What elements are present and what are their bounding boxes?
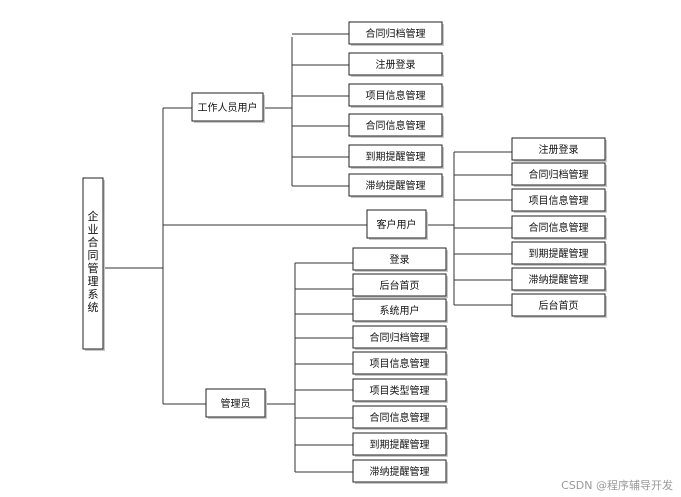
admin-label: 管理员 xyxy=(221,397,251,410)
admin-item: 合同归档管理 xyxy=(352,325,448,350)
customer-item: 合同信息管理 xyxy=(511,215,607,240)
worker-item: 注册登录 xyxy=(348,52,444,77)
admin-item-label: 后台首页 xyxy=(380,279,420,292)
admin-item-label: 到期提醒管理 xyxy=(370,438,430,451)
worker-item-label: 项目信息管理 xyxy=(366,89,426,102)
admin-item-label: 项目类型管理 xyxy=(370,384,430,397)
admin-children: 登录 后台首页 系统用户 合同归档管理 项目信息管理 项目类型管理 xyxy=(352,247,448,484)
worker-item: 合同信息管理 xyxy=(348,113,444,138)
admin-item: 合同信息管理 xyxy=(352,405,448,430)
worker-item-label: 到期提醒管理 xyxy=(366,150,426,163)
worker-node: 工作人员用户 xyxy=(191,92,265,123)
customer-item: 项目信息管理 xyxy=(511,188,607,213)
worker-item-label: 注册登录 xyxy=(376,58,416,71)
worker-item: 滞纳提醒管理 xyxy=(348,173,444,198)
customer-label: 客户用户 xyxy=(377,218,417,231)
customer-item-label: 合同归档管理 xyxy=(529,168,589,181)
customer-item-label: 后台首页 xyxy=(539,299,579,312)
customer-item-label: 注册登录 xyxy=(539,143,579,156)
worker-item-label: 合同信息管理 xyxy=(366,119,426,132)
connector-lines xyxy=(103,33,512,473)
customer-item-label: 滞纳提醒管理 xyxy=(529,273,589,286)
admin-item: 项目类型管理 xyxy=(352,378,448,403)
customer-item-label: 到期提醒管理 xyxy=(529,247,589,260)
worker-item-label: 滞纳提醒管理 xyxy=(366,179,426,192)
admin-item-label: 项目信息管理 xyxy=(370,357,430,370)
customer-item: 合同归档管理 xyxy=(511,162,607,187)
admin-item: 滞纳提醒管理 xyxy=(352,459,448,484)
admin-item-label: 合同信息管理 xyxy=(370,411,430,424)
worker-item: 到期提醒管理 xyxy=(348,144,444,169)
root-node: 企业合同管理系统 xyxy=(82,177,105,351)
admin-item: 到期提醒管理 xyxy=(352,432,448,457)
admin-item: 项目信息管理 xyxy=(352,351,448,376)
worker-item-label: 合同归档管理 xyxy=(366,27,426,40)
customer-node: 客户用户 xyxy=(366,209,428,240)
worker-label: 工作人员用户 xyxy=(198,101,258,114)
root-label: 企业合同管理系统 xyxy=(88,209,99,314)
customer-item: 到期提醒管理 xyxy=(511,241,607,266)
admin-item-label: 系统用户 xyxy=(380,304,420,317)
worker-item: 合同归档管理 xyxy=(348,21,444,46)
admin-item-label: 滞纳提醒管理 xyxy=(370,465,430,478)
admin-item: 登录 xyxy=(352,247,448,272)
customer-item-label: 合同信息管理 xyxy=(529,221,589,234)
customer-item: 后台首页 xyxy=(511,293,607,318)
customer-children: 注册登录 合同归档管理 项目信息管理 合同信息管理 到期提醒管理 滞纳提醒管理 xyxy=(511,137,607,318)
admin-item-label: 合同归档管理 xyxy=(370,331,430,344)
admin-item: 后台首页 xyxy=(352,273,448,298)
worker-item: 项目信息管理 xyxy=(348,83,444,108)
customer-item: 注册登录 xyxy=(511,137,607,162)
customer-item-label: 项目信息管理 xyxy=(529,194,589,207)
watermark: CSDN @程序辅导开发 xyxy=(561,479,673,492)
admin-node: 管理员 xyxy=(205,388,267,419)
worker-children: 合同归档管理 注册登录 项目信息管理 合同信息管理 到期提醒管理 滞纳提醒管理 xyxy=(348,21,444,198)
customer-item: 滞纳提醒管理 xyxy=(511,267,607,292)
admin-item-label: 登录 xyxy=(390,253,410,266)
admin-item: 系统用户 xyxy=(352,298,448,323)
